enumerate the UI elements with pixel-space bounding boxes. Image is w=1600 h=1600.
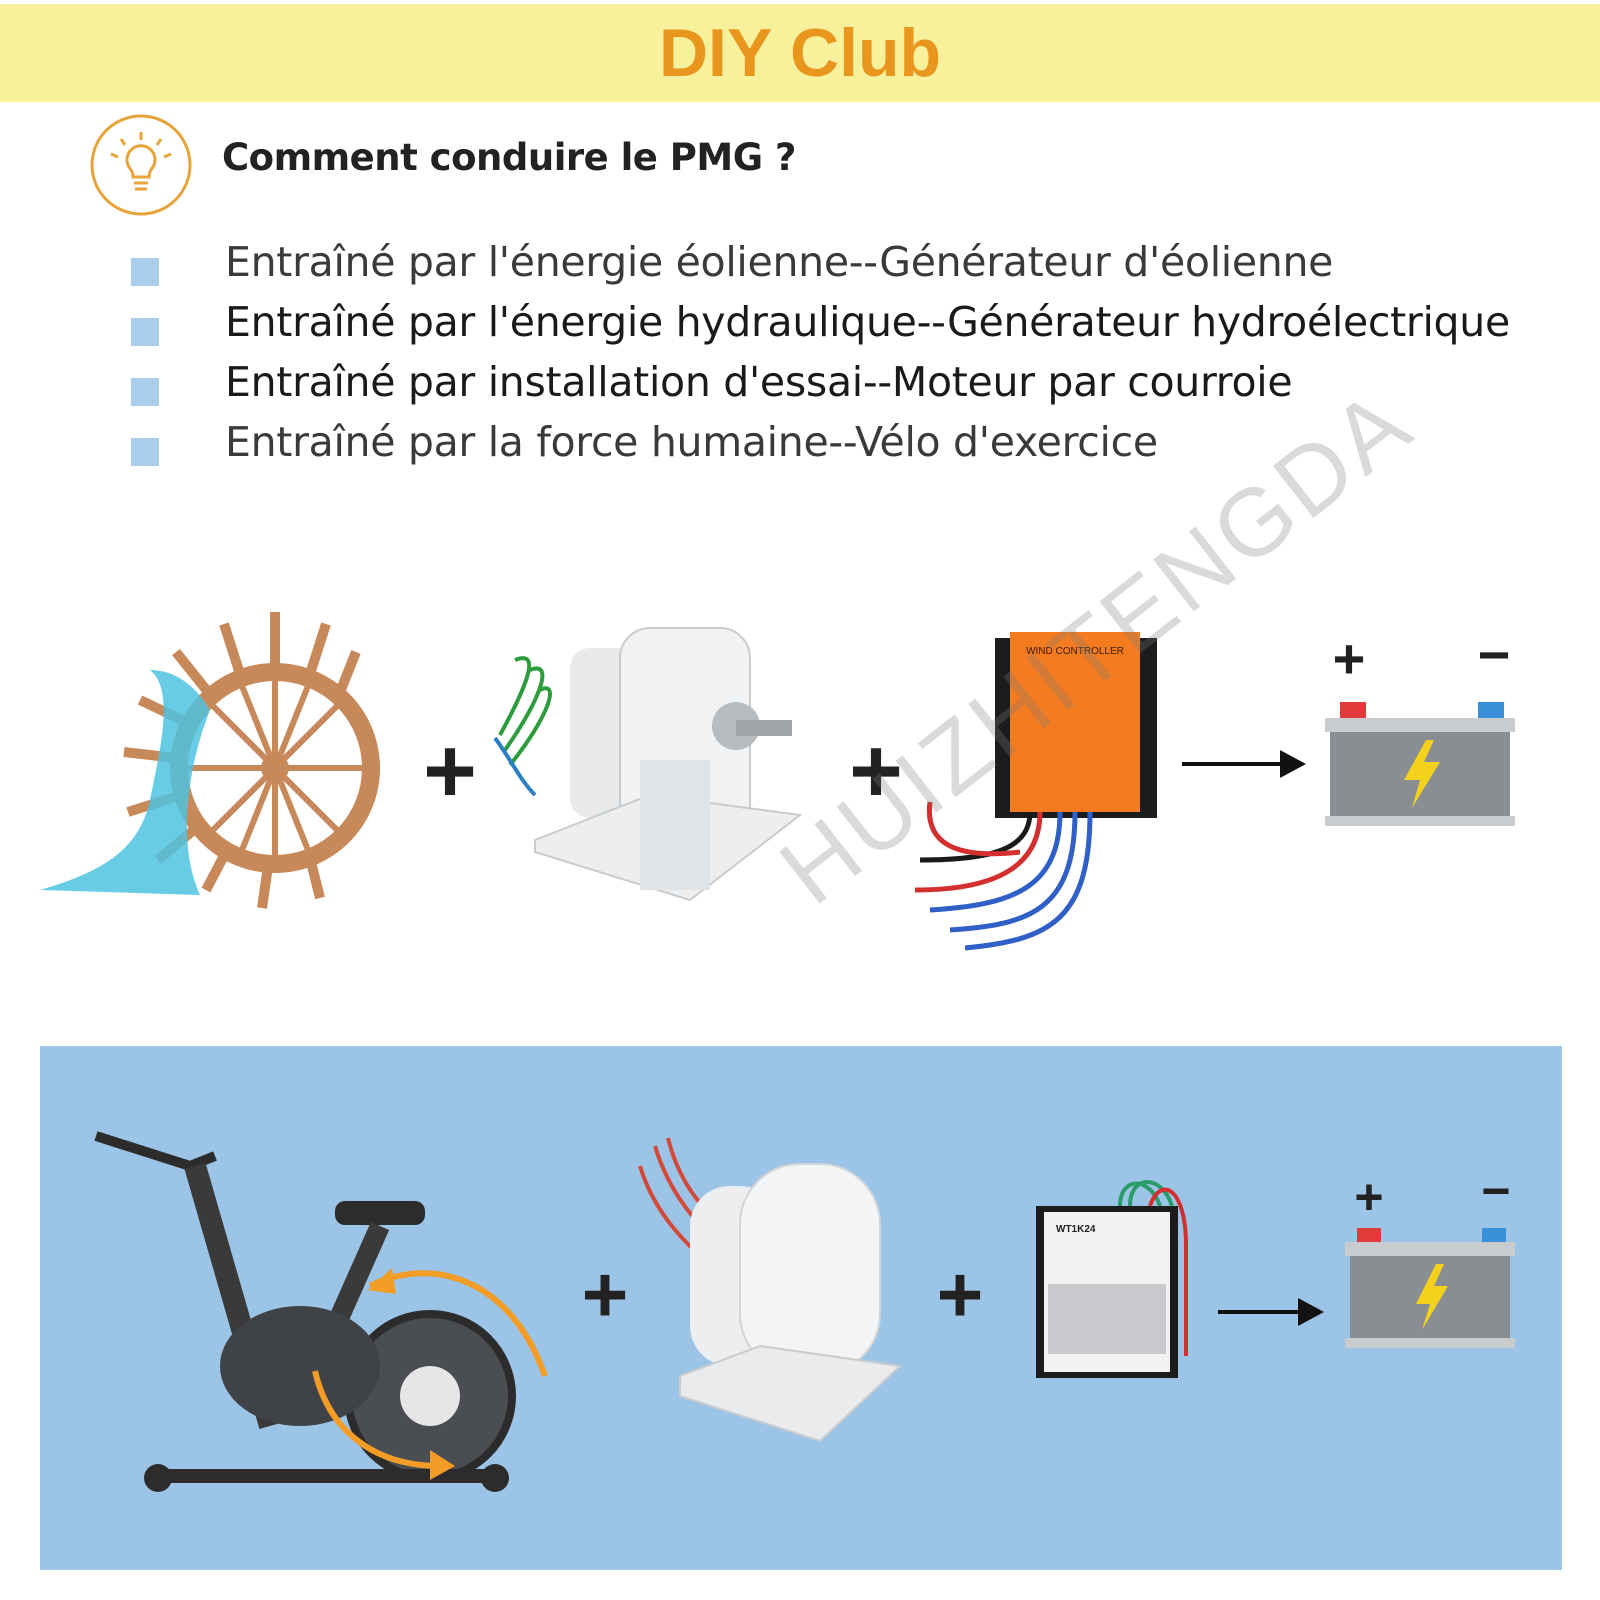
bullet-text: Entraîné par la force humaine--Vélo d'ex… xyxy=(225,418,1158,466)
battery-positive-label: + xyxy=(1333,627,1366,690)
generator-icon xyxy=(638,1137,903,1443)
list-item: Entraîné par la force humaine--Vélo d'ex… xyxy=(0,412,1600,472)
list-item: Entraîné par l'énergie éolienne--Générat… xyxy=(0,232,1600,292)
list-item: Entraîné par installation d'essai--Moteu… xyxy=(0,352,1600,412)
bullet-square-icon xyxy=(131,378,159,406)
list-item: Entraîné par l'énergie hydraulique--Géné… xyxy=(0,292,1600,352)
arrow-right-icon xyxy=(1182,750,1306,778)
controller-label: WIND CONTROLLER xyxy=(1026,646,1124,657)
exercise-bike-icon xyxy=(94,1131,548,1492)
controller-label: WT1K24 xyxy=(1056,1224,1096,1235)
bike-diagram: + + WT1K24 + − xyxy=(94,1131,1515,1492)
lightbulb-icon xyxy=(90,114,192,216)
bullet-text: Entraîné par installation d'essai--Moteu… xyxy=(225,358,1293,406)
plus-sign: + xyxy=(849,720,903,822)
battery-icon: + − xyxy=(1325,623,1515,826)
question-heading: Comment conduire le PMG ? xyxy=(222,136,796,179)
bullet-square-icon xyxy=(131,318,159,346)
plus-sign: + xyxy=(937,1250,984,1339)
title-banner: DIY Club xyxy=(0,4,1600,102)
battery-positive-label: + xyxy=(1354,1169,1383,1225)
plus-sign: + xyxy=(423,720,477,822)
wind-controller-icon: WIND CONTROLLER xyxy=(914,632,1157,951)
battery-icon: + − xyxy=(1345,1163,1515,1348)
battery-negative-label: − xyxy=(1481,1163,1510,1219)
bullet-text: Entraîné par l'énergie éolienne--Générat… xyxy=(225,238,1334,286)
water-wheel-icon xyxy=(40,612,380,909)
controller-box-icon: WT1K24 xyxy=(1036,1180,1188,1378)
plus-sign: + xyxy=(582,1250,629,1339)
hydro-diagram: + + WIND CONTROLLER + − xyxy=(40,612,1515,951)
bullet-square-icon xyxy=(131,258,159,286)
generator-icon xyxy=(493,627,803,902)
page-title: DIY Club xyxy=(658,15,942,91)
battery-negative-label: − xyxy=(1478,623,1511,686)
arrow-right-icon xyxy=(1218,1298,1324,1326)
bullet-text: Entraîné par l'énergie hydraulique--Géné… xyxy=(225,298,1510,346)
bullet-square-icon xyxy=(131,438,159,466)
